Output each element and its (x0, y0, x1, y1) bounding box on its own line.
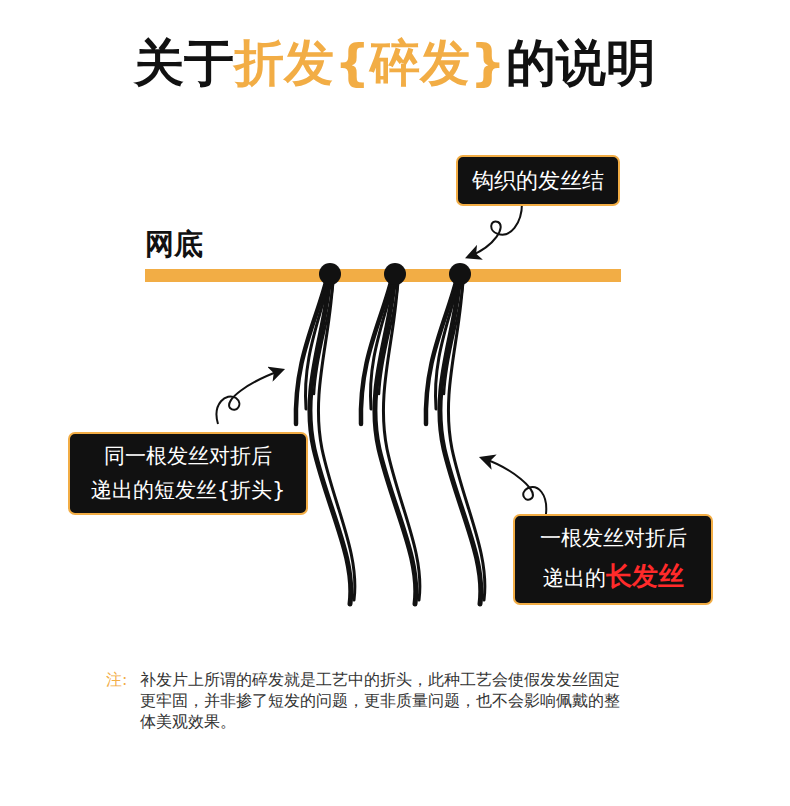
hair-strand (444, 274, 464, 394)
net-base-bar (145, 269, 621, 282)
callout-text: 同一根发丝对折后 递出的短发丝{折头} (84, 440, 292, 507)
hair-strand (318, 274, 354, 600)
hair-knot (449, 263, 471, 285)
hair-strand (305, 274, 330, 409)
hair-strand-group (361, 263, 420, 604)
title-part: 关于 (134, 34, 234, 92)
note-marker: 注: (106, 670, 127, 691)
callout-text: 钩织的发丝结 (472, 163, 604, 198)
hair-strand (383, 274, 419, 600)
highlight-text: 长发丝 (606, 561, 684, 591)
strand-callout-box: 同一根发丝对折后 递出的短发丝{折头} (68, 432, 308, 515)
hair-strand (370, 274, 395, 409)
hair-strand (448, 274, 484, 600)
hair-strand (435, 274, 460, 409)
leader-arrow (468, 203, 522, 257)
knot-callout-box: 钩织的发丝结 (456, 155, 620, 206)
leader-arrow (482, 458, 546, 514)
title-part: 折发{碎发} (234, 34, 505, 92)
callout-text: 一根发丝对折后 递出的长发丝 (529, 522, 697, 597)
title: 关于折发{碎发}的说明 (0, 30, 790, 97)
note-text: 补发片上所谓的碎发就是工艺中的折头，此种工艺会使假发发丝固定 更牢固，并非掺了短… (140, 670, 680, 732)
hair-knot (319, 263, 341, 285)
leader-arrow (217, 370, 282, 424)
hair-strands (296, 263, 485, 604)
title-part: 的说明 (506, 34, 656, 92)
strand-callout-box: 一根发丝对折后 递出的长发丝 (513, 514, 713, 605)
hair-strand (314, 274, 334, 394)
hair-knot (384, 263, 406, 285)
hair-strand-group (426, 263, 485, 604)
net-base-label: 网底 (145, 226, 203, 264)
hair-strand (379, 274, 399, 394)
